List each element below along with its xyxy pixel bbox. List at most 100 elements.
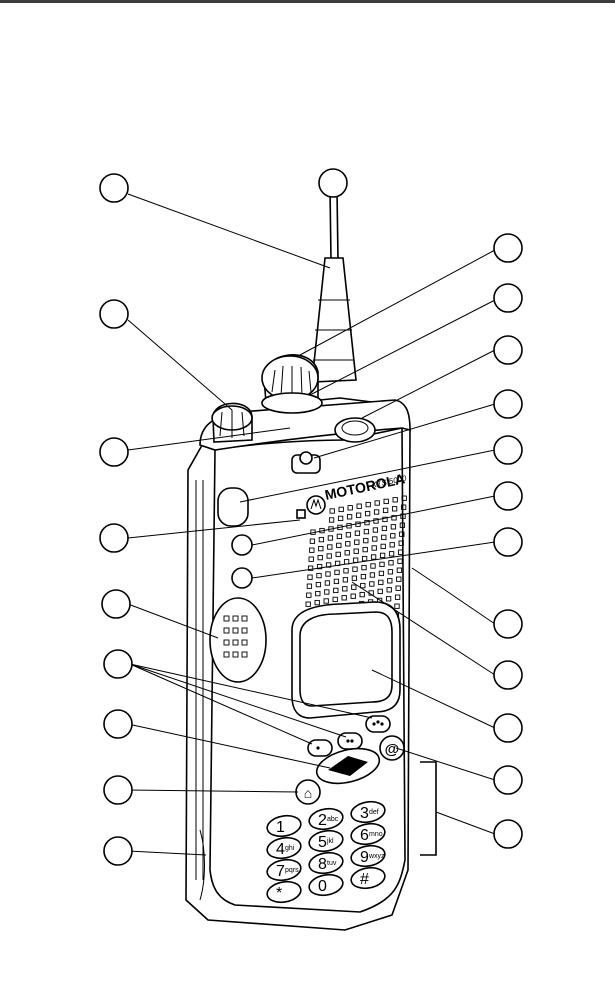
keypad-digit: 2	[318, 812, 327, 829]
soft-key-3	[365, 715, 391, 733]
grille-hole	[325, 571, 331, 577]
grille-hole	[378, 570, 385, 577]
grille-hole	[388, 551, 395, 557]
grille-hole	[382, 507, 389, 514]
callouts	[99, 173, 523, 866]
grille-hole	[386, 587, 392, 593]
callout-circle	[103, 709, 133, 739]
callout-circle	[493, 435, 523, 465]
callout-circle	[99, 523, 129, 553]
grille-hole	[400, 513, 406, 519]
grille-hole	[307, 574, 313, 580]
grille-hole	[373, 509, 380, 515]
keypad-key: *	[266, 880, 302, 904]
callout-circle	[103, 775, 133, 805]
toggle-switch	[291, 451, 321, 474]
keypad-bracket	[420, 761, 437, 856]
grille-hole	[324, 580, 331, 586]
grille-hole	[345, 541, 351, 547]
grille-hole	[316, 563, 323, 570]
grille-hole	[398, 540, 404, 546]
led-indicator	[296, 509, 306, 519]
ptt-grille	[223, 615, 248, 658]
keypad-letters: jkl	[326, 838, 334, 845]
grille-hole	[363, 537, 369, 544]
grille-hole	[337, 515, 344, 522]
callout-circle	[493, 819, 523, 849]
grille-hole	[381, 534, 387, 541]
keypad-letters: wxyz	[368, 853, 385, 860]
grille-hole	[336, 542, 342, 549]
grille-hole	[361, 564, 367, 571]
grille-hole	[329, 508, 335, 514]
grille-hole	[318, 545, 324, 552]
grille-hole	[341, 595, 347, 601]
grille-hole	[365, 501, 371, 508]
grille-hole	[394, 603, 400, 609]
grille-hole	[338, 506, 344, 513]
grille-hole	[333, 578, 340, 585]
grille-hole	[394, 594, 401, 600]
callout-circle	[493, 283, 523, 313]
grille-hole	[309, 538, 316, 544]
grille-hole	[385, 596, 392, 602]
keypad-digit: 4	[276, 841, 285, 858]
grille-hole	[401, 495, 407, 501]
grille-hole	[305, 601, 311, 607]
grille-hole	[392, 497, 398, 503]
keypad-key: #	[350, 866, 386, 890]
grille-hole	[356, 503, 362, 509]
grille-hole	[396, 576, 402, 582]
grille-hole	[347, 505, 353, 511]
keypad-digit: 3	[360, 805, 369, 822]
grille-hole	[372, 536, 378, 542]
grille-hole	[315, 581, 322, 588]
grille-hole	[326, 553, 332, 559]
grille-hole	[306, 583, 313, 589]
grille-hole	[377, 588, 383, 595]
antenna	[311, 168, 357, 383]
grille-hole	[315, 590, 321, 597]
callout-circle	[101, 589, 131, 619]
callout-circle	[103, 836, 133, 866]
grille-hole	[351, 575, 358, 581]
keypad-letters: pqrs	[285, 867, 299, 874]
grille-hole	[354, 530, 361, 536]
keypad-digit: *	[276, 885, 282, 902]
grille-hole	[316, 572, 322, 579]
grille-hole	[399, 522, 406, 528]
callout-circle	[99, 173, 129, 203]
grille-hole	[309, 547, 315, 553]
grille-hole	[372, 527, 379, 533]
top-rule	[0, 0, 615, 3]
grille-hole	[327, 535, 334, 541]
grille-hole	[379, 561, 385, 568]
grille-hole	[336, 533, 343, 540]
keypad-letters: abc	[327, 816, 339, 823]
grille-hole	[370, 554, 377, 560]
keypad-digit: 6	[360, 827, 369, 844]
grille-hole	[397, 558, 403, 564]
grille-hole	[360, 573, 367, 580]
grille-hole	[355, 512, 362, 518]
data-key: @	[379, 735, 405, 761]
grille-hole	[363, 528, 370, 535]
keypad-letters: tuv	[327, 860, 337, 867]
grille-hole	[378, 579, 384, 586]
grille-hole	[327, 544, 333, 550]
keypad-digit: 5	[318, 834, 327, 851]
keypad-letters: def	[369, 809, 379, 816]
grille-hole	[308, 556, 314, 562]
callout-circle	[493, 609, 523, 639]
grille-hole	[350, 593, 356, 599]
grille-hole	[369, 572, 376, 578]
volume-knob	[211, 402, 253, 443]
grille-hole	[379, 552, 386, 559]
grille-hole	[360, 582, 366, 589]
